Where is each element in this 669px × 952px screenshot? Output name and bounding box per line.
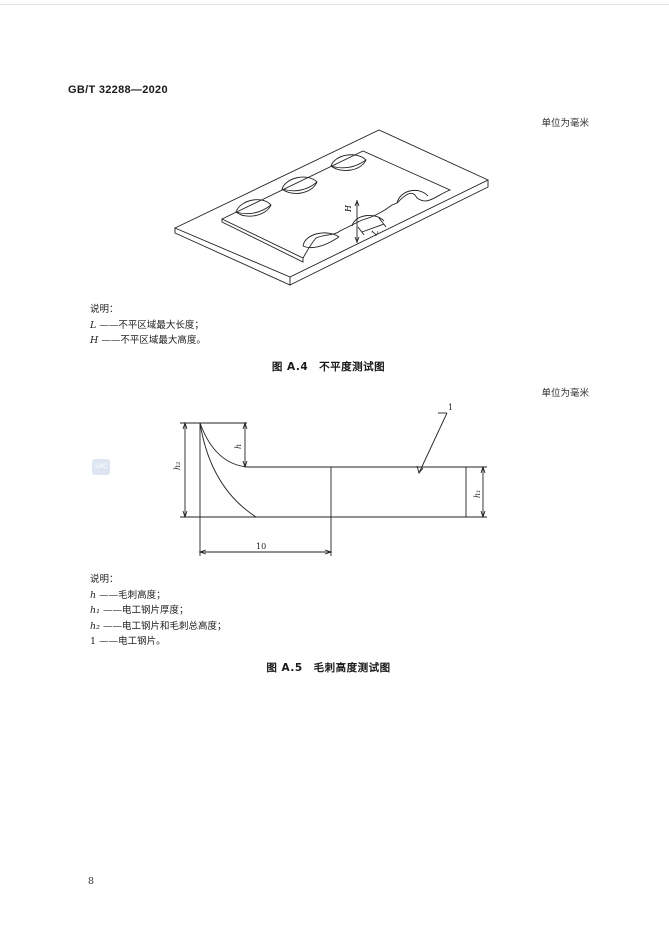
figure-a5-drawing: h₂ h h₁ 10 1 — [173, 403, 487, 556]
l-ext-1 — [357, 226, 365, 236]
legend-a4-item: H ——不平区域最大高度。 — [90, 333, 206, 349]
base-plate-side-front — [174, 228, 291, 286]
h1-arrow-top — [480, 465, 486, 474]
legend-text: ——电工钢片和毛刺总高度； — [102, 620, 227, 632]
top-border-line — [0, 4, 669, 5]
bump-5 — [302, 232, 340, 247]
bump-1-base — [235, 204, 272, 215]
legend-symbol: H — [90, 335, 99, 346]
h-arrow-bottom — [354, 236, 360, 244]
standard-code: GB/T 32288—2020 — [68, 84, 168, 96]
legend-text: ——电工钢片厚度； — [102, 605, 189, 616]
dim-10-arrow-right — [324, 549, 333, 555]
figure-a5-caption: 图 A.5 毛刺高度测试图 — [266, 662, 391, 674]
steel-sheet-edge — [221, 219, 304, 263]
burr-curve-inner — [199, 422, 257, 518]
unit-note-a4: 单位为毫米 — [541, 118, 589, 129]
bump-5-line — [302, 236, 340, 248]
legend-a5-item: h₁ ——电工钢片厚度； — [90, 603, 226, 619]
bump-2-base — [281, 181, 318, 192]
legend-symbol: h — [90, 589, 97, 601]
legend-text: ——不平区域最大长度； — [99, 319, 204, 331]
h-arrow-bottom — [242, 460, 248, 469]
h-arrow-top — [354, 199, 360, 207]
figure-a4-caption: 图 A.4 不平度测试图 — [271, 361, 386, 373]
label-h1: h₁ — [473, 490, 482, 498]
sac-watermark-icon: SAC — [92, 459, 110, 475]
unit-note-a5: 单位为毫米 — [541, 388, 589, 399]
bump-4 — [396, 189, 429, 204]
base-plate-side-right — [289, 180, 489, 286]
figure-a4-drawing: H L — [173, 129, 490, 286]
legend-a5-title: 说明： — [90, 574, 119, 585]
label-1: 1 — [448, 403, 453, 412]
legend-a5-item: 1 ——电工钢片。 — [90, 634, 226, 650]
legend-text: ——不平区域最大高度。 — [101, 335, 206, 346]
legend-symbol: h₁ — [90, 605, 100, 616]
legend-a4-title: 说明： — [90, 304, 119, 315]
bump-3-base — [330, 159, 367, 169]
h2-arrow-bottom — [182, 510, 188, 519]
leader-1-arrow — [416, 465, 424, 474]
measure-bump — [351, 215, 385, 227]
legend-a4-item: L ——不平区域最大长度； — [90, 318, 206, 334]
legend-symbol: h₂ — [90, 620, 100, 632]
h2-arrow-top — [182, 421, 188, 430]
label-h: h — [234, 444, 243, 449]
leader-1 — [418, 412, 448, 474]
steel-sheet-outline — [220, 150, 452, 259]
legend-a4: 说明： L ——不平区域最大长度； H ——不平区域最大高度。 — [90, 302, 206, 349]
legend-a5-item: h₂ ——电工钢片和毛刺总高度； — [90, 619, 226, 635]
dim-10-arrow-left — [198, 549, 207, 555]
legend-a5-item: h ——毛刺高度； — [90, 588, 226, 604]
burr-curve-outer — [199, 422, 249, 468]
legend-symbol: 1 — [90, 636, 97, 647]
label-h2: h₂ — [173, 462, 182, 470]
page-number: 8 — [88, 876, 95, 887]
label-10: 10 — [256, 542, 266, 551]
legend-symbol: L — [90, 319, 97, 331]
legend-text: ——毛刺高度； — [99, 589, 166, 601]
l-dim-line — [361, 223, 385, 233]
h1-arrow-bottom — [480, 510, 486, 519]
h-arrow-top — [242, 421, 248, 430]
label-L: L — [369, 228, 380, 238]
l-ext-2 — [378, 217, 387, 228]
label-H: H — [344, 204, 353, 213]
legend-a5: 说明： h ——毛刺高度； h₁ ——电工钢片厚度； h₂ ——电工钢片和毛刺总… — [90, 572, 226, 650]
legend-text: ——电工钢片。 — [99, 636, 166, 647]
